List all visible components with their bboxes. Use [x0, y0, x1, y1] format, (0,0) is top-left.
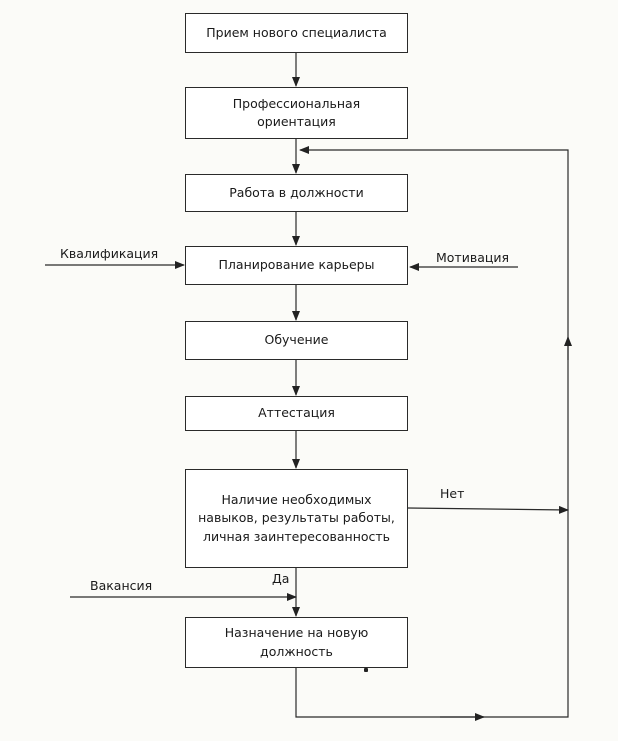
node-skills-check: Наличие необходимых навыков, результаты … [185, 469, 408, 568]
label-motivation: Мотивация [436, 250, 510, 265]
label-vacancy: Вакансия [90, 578, 153, 593]
node-orientation: Профессиональная ориентация [185, 87, 408, 139]
label-no: Нет [440, 486, 465, 501]
feedback-loop [295, 146, 569, 718]
label-qualification: Квалификация [60, 246, 159, 261]
node-training: Обучение [185, 321, 408, 360]
label-yes: Да [272, 571, 290, 586]
node-hire: Прием нового специалиста [185, 13, 408, 53]
node-planning: Планирование карьеры [185, 246, 408, 285]
scan-mark [364, 668, 368, 672]
arrow-no-branch [407, 505, 569, 514]
node-work: Работа в должности [185, 174, 408, 212]
node-attestation: Аттестация [185, 396, 408, 431]
node-appointment: Назначение на новую должность [185, 617, 408, 668]
